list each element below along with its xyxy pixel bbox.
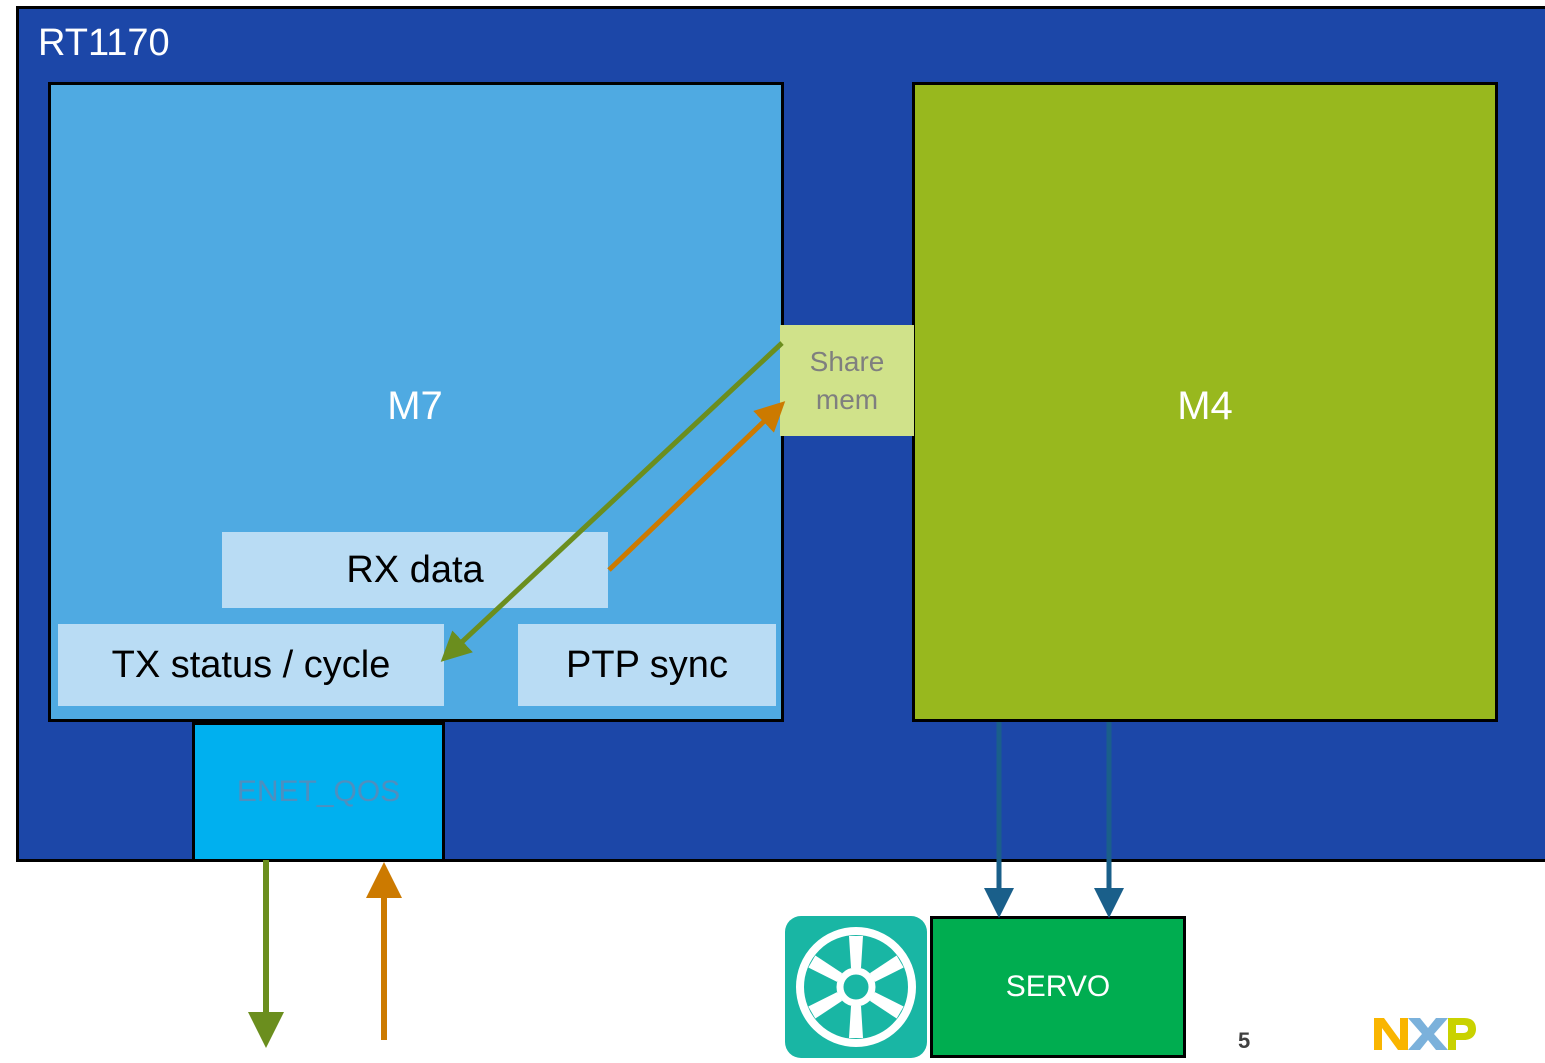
fan-icon	[785, 916, 927, 1058]
m7-label: M7	[387, 384, 443, 428]
chip-label: RT1170	[38, 22, 170, 64]
shared-memory-line1: Share	[809, 345, 885, 377]
enet-qos-block: ENET_QOS	[192, 722, 445, 862]
shared-memory-line2: mem	[815, 383, 879, 415]
nxp-logo	[1370, 1014, 1478, 1054]
rx-data-block: RX data	[222, 532, 608, 608]
page-number: 5	[1238, 1028, 1251, 1053]
tx-status-block: TX status / cycle	[58, 624, 444, 706]
servo-block: SERVO	[930, 916, 1186, 1058]
shared-memory-block: Share mem	[780, 325, 914, 436]
m4-label: M4	[1177, 384, 1233, 428]
ptp-sync-block: PTP sync	[518, 624, 776, 706]
